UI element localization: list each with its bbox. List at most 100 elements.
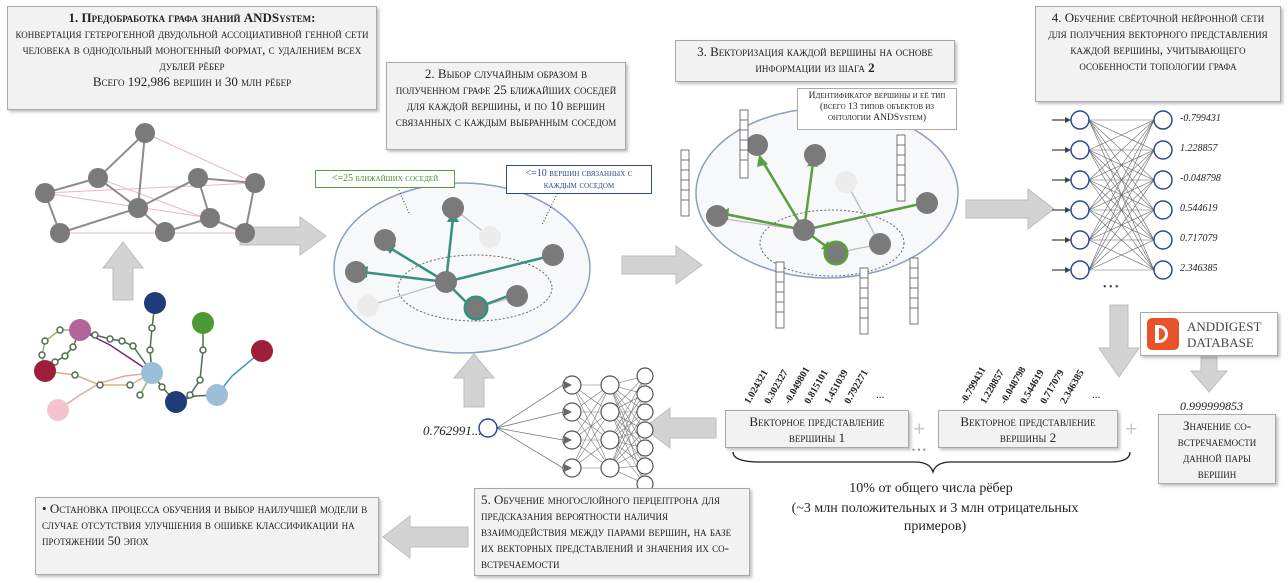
- input-arrow: [1065, 267, 1071, 273]
- sample-line2: (~3 млн положительных и 3 млн отрицатель…: [791, 501, 1079, 534]
- id-label: Идентификатор вершины и её тип: [808, 91, 946, 101]
- cnn-output-value: 2.346385: [1180, 263, 1218, 274]
- vector-strip: [680, 149, 690, 217]
- vector-strip: [909, 257, 919, 325]
- vector-ellipsis: ...: [1092, 389, 1101, 401]
- graph-node-target: [463, 295, 489, 321]
- cnn-input-neuron: [1070, 260, 1090, 280]
- graph-node: [442, 197, 464, 219]
- vector2-box: Векторное представление вершины 2: [938, 410, 1118, 448]
- graph-node-lightblue: [141, 362, 163, 384]
- graph-node-navy2: [165, 391, 187, 413]
- cooccurrence-label: Значение со-встречаемости данной пары ве…: [1177, 418, 1257, 481]
- mlp-input-neuron: [636, 457, 654, 475]
- mlp-hidden-neuron: [600, 458, 620, 478]
- cnn-input-neuron: [1070, 140, 1090, 160]
- arrow-left-stop: [382, 514, 469, 560]
- graph-node: [50, 223, 70, 243]
- arrow-down-db: [1189, 356, 1229, 393]
- vector-strip: [739, 109, 749, 179]
- graph-node: [435, 271, 457, 293]
- input-arrow: [1065, 177, 1071, 183]
- step1-body: конвертация гетерогенной двудольной ассо…: [15, 26, 369, 73]
- cooccurrence-box: Значение со-встречаемости данной пары ве…: [1158, 414, 1276, 484]
- cnn-input-neuron: [1070, 110, 1090, 130]
- graph-node: [188, 168, 208, 188]
- arrow-up-2: [452, 353, 496, 408]
- graph-node: [200, 208, 220, 228]
- mlp-input-neuron: [636, 403, 654, 421]
- id-sublabel: (всего 13 типов объектов из онтологии AN…: [820, 102, 934, 123]
- graph-node-darkred2: [251, 340, 273, 362]
- arrow-right-2-3: [621, 245, 703, 285]
- step4-number: 4.: [1051, 10, 1062, 25]
- step1-number: 1.: [68, 10, 79, 25]
- cnn-output-value: 1.228857: [1180, 143, 1218, 154]
- step3-number: 3.: [697, 44, 707, 59]
- graph-node-faded: [479, 226, 501, 248]
- graph-node: [746, 134, 768, 156]
- mlp-input-neuron: [636, 367, 654, 385]
- step2-box: 2. Выбор случайным образом в полученном …: [386, 62, 626, 150]
- stop-box: • Остановка процесса обучения и выбор на…: [35, 497, 379, 575]
- graph-node-faded: [835, 171, 857, 193]
- graph-node-lightblue2: [206, 384, 228, 406]
- graph-node: [88, 168, 108, 188]
- step3-box: 3. Векторизация каждой вершины на основе…: [675, 40, 955, 82]
- arrow-right-1-2: [239, 216, 327, 256]
- graph-node: [804, 144, 826, 166]
- arrow-left-mlp: [643, 406, 717, 450]
- vector1-label: Векторное представление вершины 1: [749, 414, 885, 445]
- vector-strip: [859, 267, 869, 335]
- step3-text: Векторизация каждой вершины на основе ин…: [710, 44, 933, 75]
- vector-strip: [896, 134, 906, 202]
- cnn-output-neuron: [1153, 110, 1173, 130]
- cnn-input-neuron: [1070, 170, 1090, 190]
- cnn-output-neuron: [1153, 260, 1173, 280]
- input-arrow: [1065, 237, 1071, 243]
- graph-node: [35, 183, 55, 203]
- graph-node-target: [823, 240, 849, 266]
- step5-text: Обучение многослойного перцептрона для п…: [481, 492, 732, 571]
- plus-sign-1: +: [913, 416, 926, 441]
- graph-node: [135, 123, 155, 143]
- mlp-output-value: 0.762991...: [423, 423, 482, 438]
- cnn-output-neuron: [1153, 140, 1173, 160]
- vector-ellipsis: ...: [876, 389, 885, 401]
- step2-text: Выбор случайным образом в полученном гра…: [395, 66, 617, 129]
- mlp-hidden-neuron: [600, 375, 620, 395]
- cnn-output-neuron: [1153, 200, 1173, 220]
- graph-node: [869, 233, 891, 255]
- step1-title: Предобработка графа знаний ANDSystem:: [81, 10, 316, 25]
- step3-id-box: Идентификатор вершины и её тип (всего 13…: [797, 88, 957, 130]
- input-arrow: [1065, 117, 1071, 123]
- step1-box: 1. Предобработка графа знаний ANDSystem:…: [7, 6, 377, 110]
- database-logo: ANDDIGEST DATABASE: [1140, 312, 1278, 356]
- graph-node: [345, 261, 367, 283]
- vector1-box: Векторное представление вершины 1: [725, 410, 909, 448]
- step4-box: 4. Обучение свёрточной нейронной сети дл…: [1035, 6, 1281, 102]
- cnn-input-neuron: [1070, 200, 1090, 220]
- arrow-up-1: [101, 241, 145, 301]
- cnn-input-neuron: [1070, 230, 1090, 250]
- sample-line1: 10% от общего числа рёбер: [849, 481, 1013, 496]
- mlp-output-neuron: [478, 418, 498, 438]
- mlp-hidden-neuron: [600, 430, 620, 450]
- step4-text: Обучение свёрточной нейронной сети для п…: [1048, 10, 1268, 73]
- vector2-label: Векторное представление вершины 2: [960, 414, 1096, 445]
- cnn-output-neuron: [1153, 170, 1173, 190]
- database-name-line2: DATABASE: [1187, 335, 1254, 350]
- graph-node: [706, 205, 728, 227]
- dots-separator: • • •: [912, 445, 926, 455]
- step3-step-ref: 2: [868, 60, 875, 75]
- database-name-line1: ANDDIGEST: [1187, 319, 1262, 334]
- graph-node: [916, 192, 938, 214]
